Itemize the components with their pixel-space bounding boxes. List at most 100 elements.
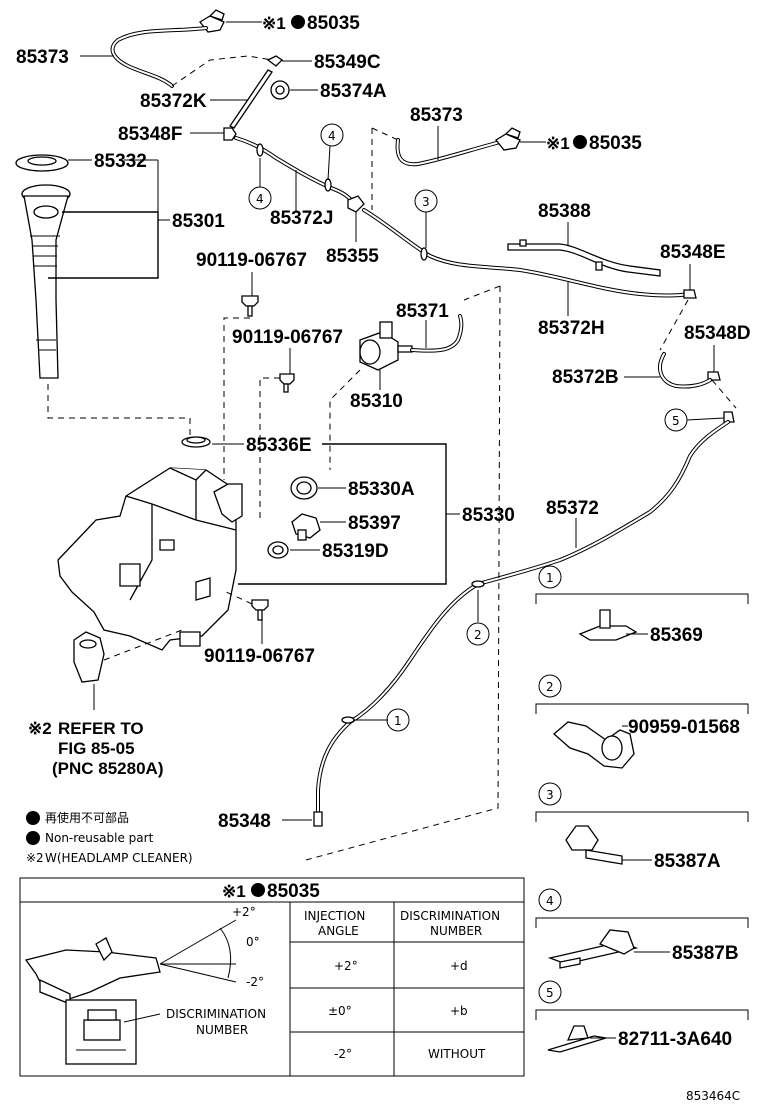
- part-85035-right: 85035: [589, 133, 642, 154]
- table-col1-line1: INJECTION: [304, 909, 365, 923]
- refer-line3: (PNC 85280A): [52, 759, 164, 778]
- part-85348D: 85348D: [684, 323, 751, 344]
- part-90119-a: 90119-06767: [196, 250, 307, 271]
- nozzle-angle-icon: [24, 919, 237, 1005]
- injection-angle-table: ※1 85035 INJECTION ANGLE DISCRIMINATION …: [19, 877, 525, 1077]
- angle-zero-label: 0°: [246, 935, 260, 949]
- joint-85348E-icon: [683, 289, 697, 299]
- svg-text:4: 4: [546, 894, 554, 908]
- part-85369: 85369: [650, 625, 703, 646]
- nozzle-right-icon: [495, 127, 521, 151]
- bolt-b-icon: [279, 373, 295, 393]
- reservoir-tank-icon: [57, 467, 243, 651]
- part-85310: 85310: [350, 391, 403, 412]
- part-85372J: 85372J: [270, 208, 333, 229]
- part-85372B: 85372B: [552, 367, 619, 388]
- joint-85348F-icon: [223, 127, 237, 141]
- grommet-85374A-icon: [270, 80, 290, 100]
- part-85372: 85372: [546, 498, 599, 519]
- part-85387A: 85387A: [654, 851, 721, 872]
- filler-pipe-85301-icon: [21, 184, 71, 379]
- part-85332: 85332: [94, 151, 147, 172]
- legend-x2-mark: ※2: [26, 851, 44, 865]
- table-title-mark: ※1: [222, 882, 246, 901]
- part-85373-right: 85373: [410, 105, 463, 126]
- callout-2-main: 2: [474, 628, 482, 642]
- table-col2-line2: NUMBER: [430, 924, 482, 938]
- clip-panel-4: 4 85387B: [535, 888, 749, 969]
- svg-text:3: 3: [546, 788, 554, 802]
- clip-panel-3: 3 85387A: [535, 782, 749, 872]
- clip-panel-2: 2 90959-01568: [535, 674, 749, 769]
- table-row1-number: +d: [450, 959, 468, 973]
- sensor-85397-icon: [291, 513, 321, 541]
- figure-id: 853464C: [686, 1089, 740, 1103]
- part-85319D: 85319D: [322, 541, 389, 562]
- callout-4-lower: 4: [256, 192, 264, 206]
- joint-85355-icon: [347, 195, 365, 213]
- legend-x2-text: W(HEADLAMP CLEANER): [45, 851, 193, 865]
- disc-label-line1: DISCRIMINATION: [166, 1007, 266, 1021]
- bolt-a-icon: [241, 295, 259, 317]
- table-title-part: 85035: [267, 881, 320, 902]
- gasket-85336E-icon: [181, 436, 211, 448]
- part-85349C: 85349C: [314, 52, 381, 73]
- refer-line2: FIG 85-05: [58, 739, 135, 758]
- svg-text:1: 1: [546, 571, 554, 585]
- refer-line1: REFER TO: [58, 719, 144, 738]
- callout-5: 5: [672, 414, 680, 428]
- part-85388: 85388: [538, 201, 591, 222]
- part-90959: 90959-01568: [628, 717, 740, 738]
- part-85035-top: 85035: [307, 13, 360, 34]
- table-row2-number: +b: [450, 1004, 468, 1018]
- part-85348: 85348: [218, 811, 271, 832]
- callout-1-main: 1: [394, 714, 402, 728]
- part-85397: 85397: [348, 513, 401, 534]
- headlamp-pump-icon: [73, 631, 105, 683]
- callout-4-upper: 4: [328, 129, 336, 143]
- legend-jp: 再使用不可部品: [45, 810, 129, 825]
- table-col1-line2: ANGLE: [318, 924, 359, 938]
- part-90119-c: 90119-06767: [204, 646, 315, 667]
- part-90119-b: 90119-06767: [232, 327, 343, 348]
- svg-text:5: 5: [546, 986, 554, 1000]
- table-row2-angle: ±0°: [328, 1004, 352, 1018]
- part-85373-left: 85373: [16, 47, 69, 68]
- part-85371: 85371: [396, 301, 449, 322]
- bracket-85388-icon: [507, 239, 661, 277]
- filler-cap-85332-icon: [15, 154, 69, 172]
- part-85301: 85301: [172, 211, 225, 232]
- part-85387B: 85387B: [672, 943, 739, 964]
- grommet-85330A-icon: [290, 476, 318, 500]
- clamp-upper-right-icon: [723, 411, 735, 423]
- discrimination-connector-icon: [65, 999, 137, 1065]
- joint-85348-icon: [313, 811, 323, 827]
- legend-en: Non-reusable part: [45, 831, 154, 845]
- part-85330: 85330: [462, 505, 515, 526]
- svg-text:2: 2: [546, 680, 554, 694]
- connector-85349C-icon: [266, 55, 284, 67]
- clip-panel-1: 1 85369: [535, 565, 749, 646]
- part-85348E: 85348E: [660, 242, 726, 263]
- table-row1-angle: +2°: [334, 959, 358, 973]
- angle-minus-label: -2°: [246, 975, 264, 989]
- part-85330A: 85330A: [348, 479, 415, 500]
- disc-label-line2: NUMBER: [196, 1023, 248, 1037]
- part-85348F: 85348F: [118, 124, 182, 145]
- angle-plus-label: +2°: [232, 905, 256, 919]
- grommet-85319D-icon: [267, 541, 289, 559]
- callout-3: 3: [422, 195, 430, 209]
- part-85355: 85355: [326, 246, 379, 267]
- joint-85348D-icon: [707, 371, 721, 381]
- clip-panel-5: 5 82711-3A640: [535, 980, 749, 1053]
- part-85372H: 85372H: [538, 318, 605, 339]
- part-85374A: 85374A: [320, 81, 387, 102]
- table-col2-line1: DISCRIMINATION: [400, 909, 500, 923]
- pump-85310-icon: [359, 321, 413, 371]
- x2-mark-refer: ※2: [28, 719, 52, 738]
- table-row3-angle: -2°: [334, 1047, 352, 1061]
- part-85372K: 85372K: [140, 91, 207, 112]
- x1-mark-right: ※1: [546, 134, 570, 153]
- x1-mark-top: ※1: [262, 14, 286, 33]
